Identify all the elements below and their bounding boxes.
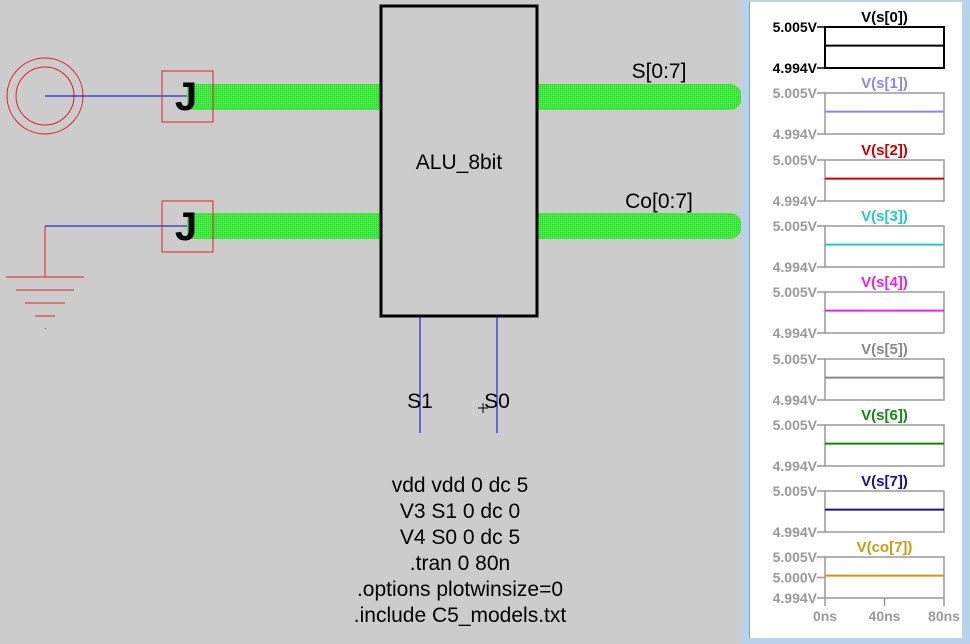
bus-output-co[interactable] [537, 213, 742, 239]
y-tick-label: 5.005V [773, 85, 818, 101]
trace-title[interactable]: V(s[3]) [861, 208, 908, 225]
y-tick-label: 5.005V [773, 351, 818, 367]
spice-directive: .include C5_models.txt [354, 604, 567, 627]
bus-tap-icon [161, 70, 214, 123]
bus-tap-bottom[interactable]: J [161, 200, 214, 253]
bus-tap-icon [161, 200, 214, 253]
trace-title[interactable]: V(s[1]) [861, 75, 908, 92]
trace-title[interactable]: V(s[0]) [861, 9, 908, 26]
y-tick-label: 5.005V [773, 152, 818, 168]
y-tick-label: 5.005V [773, 19, 818, 35]
y-tick-label: 4.994V [773, 259, 818, 275]
y-tick-label: 4.994V [773, 524, 818, 540]
y-tick-label: 4.994V [773, 60, 818, 76]
trace-title[interactable]: V(s[2]) [861, 142, 908, 159]
bus-output-s[interactable] [537, 84, 742, 110]
waveform-chart[interactable]: V(s[0]) 5.005V 4.994V V(s[1]) 5.005V 4.994V V(… [750, 2, 962, 638]
spice-directive-block[interactable]: vdd vdd 0 dc 5 V3 S1 0 dc 0 V4 S0 0 dc 5… [354, 474, 567, 627]
y-tick-label: 5.005V [773, 483, 818, 499]
y-tick-label: 4.994V [773, 325, 818, 341]
y-tick-label: 5.005V [773, 284, 818, 300]
spice-directive: vdd vdd 0 dc 5 [392, 474, 529, 497]
y-tick-label: 5.000V [773, 570, 818, 586]
plot-panel-frame[interactable] [824, 424, 945, 467]
y-tick-label: 4.994V [773, 126, 818, 142]
y-tick-label: 5.005V [773, 218, 818, 234]
y-tick-label: 4.994V [773, 193, 818, 209]
ground-icon[interactable] [6, 226, 84, 329]
y-tick-label: 5.005V [773, 417, 818, 433]
y-tick-label: 5.005V [773, 549, 818, 565]
x-tick-label: 0ns [813, 608, 837, 624]
plot-panel-frame[interactable] [824, 490, 945, 533]
plot-panel-frame[interactable] [824, 291, 945, 334]
trace-title[interactable]: V(s[4]) [861, 274, 908, 291]
x-tick-label: 40ns [869, 608, 901, 624]
alu-component[interactable] [379, 4, 539, 318]
bus-label-co[interactable]: Co[0:7] [625, 190, 693, 213]
plot-panel-frame[interactable] [824, 225, 945, 268]
plot-panel-frame[interactable] [824, 159, 945, 202]
net-label-s1[interactable]: S1 [407, 390, 433, 413]
bus-tap-top[interactable]: J [161, 70, 214, 123]
spice-directive: .tran 0 80n [410, 552, 510, 575]
crosshair-cursor-icon [478, 403, 488, 413]
x-tick-label: 80ns [928, 608, 960, 624]
plot-panel-frame[interactable] [824, 26, 945, 69]
y-tick-label: 4.994V [773, 458, 818, 474]
spice-directive: .options plotwinsize=0 [357, 578, 563, 601]
plot-panel-frame[interactable] [824, 92, 945, 135]
waveform-viewer-window[interactable]: V(s[0]) 5.005V 4.994V V(s[1]) 5.005V 4.994V V(… [741, 0, 970, 644]
schematic-canvas[interactable]: J J S[0:7] Co[0:7] ALU_8bit S1 S0 vdd vd… [0, 0, 745, 644]
bus-label-s[interactable]: S[0:7] [632, 60, 687, 83]
y-tick-label: 4.994V [773, 590, 818, 606]
bus-input-bottom[interactable] [187, 213, 382, 239]
bus-tap-glyph: J [175, 75, 197, 119]
trace-title[interactable]: V(s[7]) [861, 473, 908, 490]
spice-directive: V4 S0 0 dc 5 [400, 526, 520, 549]
trace-title[interactable]: V(s[5]) [861, 341, 908, 358]
bus-tap-glyph: J [175, 205, 197, 249]
net-label-s0[interactable]: S0 [484, 390, 510, 413]
waveform-plot-area[interactable]: V(s[0]) 5.005V 4.994V V(s[1]) 5.005V 4.994V V(… [749, 2, 962, 638]
trace-title[interactable]: V(co[7]) [857, 539, 913, 556]
plot-panel-frame[interactable] [824, 358, 945, 401]
component-label[interactable]: ALU_8bit [416, 151, 503, 174]
bus-input-top[interactable] [187, 84, 382, 110]
spice-directive: V3 S1 0 dc 0 [400, 500, 520, 523]
plot-panel-frame[interactable] [824, 556, 945, 599]
y-tick-label: 4.994V [773, 392, 818, 408]
trace-title[interactable]: V(s[6]) [861, 407, 908, 424]
